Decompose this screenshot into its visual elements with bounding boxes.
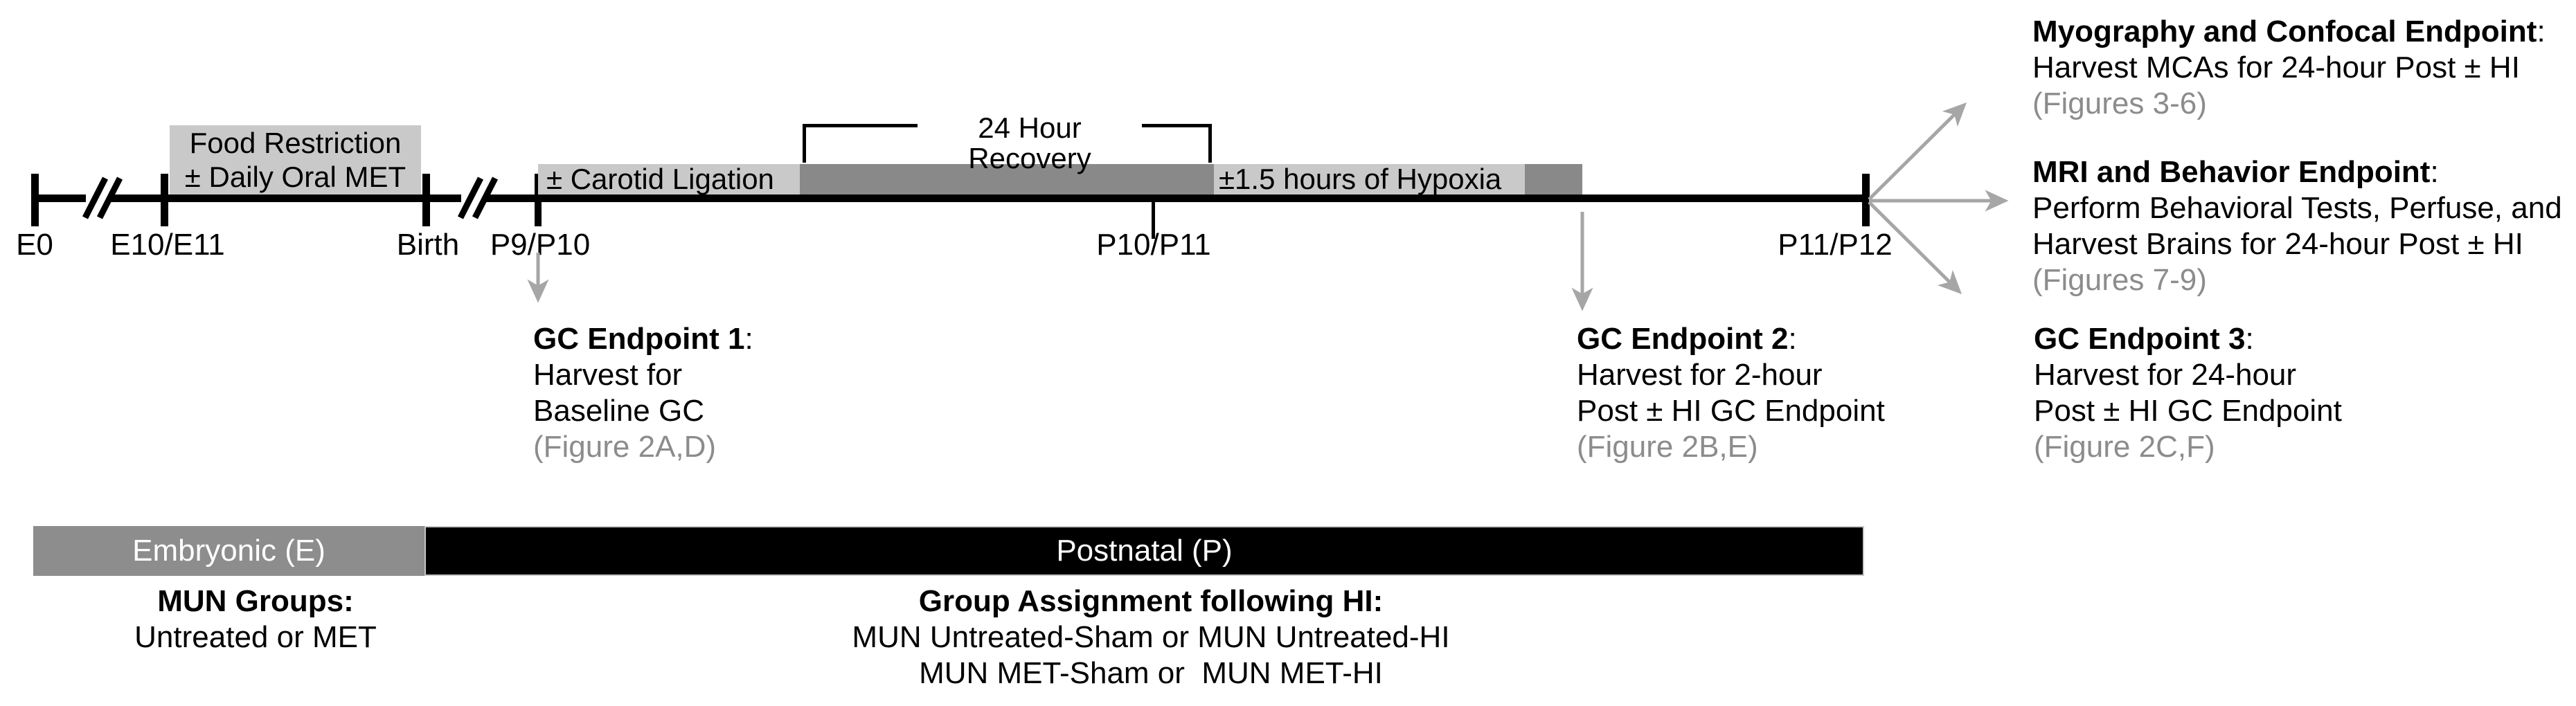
endpoint-figure-ref: (Figures 3-6) bbox=[2032, 87, 2207, 120]
mun-groups-title: MUN Groups: bbox=[157, 584, 354, 618]
tick-label-p11-p12: P11/P12 bbox=[1778, 228, 1893, 262]
endpoint-figure-ref: (Figure 2A,D) bbox=[533, 430, 717, 464]
endpoint-block-gc3: GC Endpoint 3: Harvest for 24-hour Post … bbox=[2034, 321, 2342, 465]
endpoint-line: Post ± HI GC Endpoint bbox=[1577, 394, 1885, 428]
endpoint-figure-ref: (Figures 7-9) bbox=[2032, 263, 2207, 297]
colon: : bbox=[2245, 322, 2254, 356]
endpoint-title-text: GC Endpoint 2 bbox=[1577, 322, 1789, 356]
embryonic-bar: Embryonic (E) bbox=[33, 526, 424, 576]
embryonic-bar-label: Embryonic (E) bbox=[132, 534, 325, 568]
timeline-line bbox=[31, 194, 1868, 202]
colon: : bbox=[1788, 322, 1797, 356]
fan-arrow-up bbox=[1868, 102, 1967, 201]
postnatal-bar-label: Postnatal (P) bbox=[1056, 534, 1233, 568]
endpoint-line: Perform Behavioral Tests, Perfuse, and bbox=[2032, 191, 2562, 225]
endpoint-line: Baseline GC bbox=[533, 394, 705, 428]
recovery-label: 24 Hour Recovery bbox=[968, 111, 1091, 174]
endpoint-line: Harvest for 2-hour bbox=[1577, 358, 1823, 392]
postnatal-bar: Postnatal (P) bbox=[424, 526, 1864, 576]
endpoint-line: Harvest MCAs for 24-hour Post ± HI bbox=[2032, 51, 2520, 84]
food-restriction-line2: ± Daily Oral MET bbox=[184, 161, 406, 193]
endpoint-block-mri: MRI and Behavior Endpoint: Perform Behav… bbox=[2032, 154, 2562, 298]
endpoint-title-text: GC Endpoint 1 bbox=[533, 322, 745, 356]
tick-label-e0: E0 bbox=[16, 228, 53, 262]
endpoint-title-text: Myography and Confocal Endpoint bbox=[2032, 15, 2537, 48]
tick-e10-e11 bbox=[161, 174, 168, 226]
recovery-bracket-drop bbox=[803, 124, 806, 163]
recovery-bracket-line bbox=[803, 124, 918, 127]
endpoint-block-gc2: GC Endpoint 2: Harvest for 2-hour Post ±… bbox=[1577, 321, 1885, 465]
tick-e0 bbox=[31, 174, 39, 226]
endpoint-title-text: GC Endpoint 3 bbox=[2034, 322, 2246, 356]
tick-birth bbox=[422, 174, 430, 226]
tick-label-p9-p10: P9/P10 bbox=[490, 228, 591, 262]
endpoint-line: Harvest for bbox=[533, 358, 683, 392]
tick-label-p10-p11: P10/P11 bbox=[1096, 228, 1211, 262]
recovery-bracket-line bbox=[1142, 124, 1212, 127]
food-restriction-line1: Food Restriction bbox=[189, 127, 402, 159]
group-assignment-line1: MUN Untreated-Sham or MUN Untreated-HI bbox=[852, 620, 1450, 654]
endpoint-title-text: MRI and Behavior Endpoint bbox=[2032, 155, 2431, 189]
endpoint-block-gc1: GC Endpoint 1: Harvest for Baseline GC (… bbox=[533, 321, 753, 465]
mun-groups-block: MUN Groups: Untreated or MET bbox=[82, 583, 429, 655]
recovery-bracket-drop bbox=[1208, 124, 1212, 163]
carotid-ligation-box: ± Carotid Ligation bbox=[538, 163, 800, 195]
tick-label-birth: Birth bbox=[396, 228, 460, 262]
group-assignment-block: Group Assignment following HI: MUN Untre… bbox=[805, 583, 1497, 691]
colon: : bbox=[2430, 155, 2439, 189]
colon: : bbox=[2537, 15, 2546, 48]
endpoint-block-myography: Myography and Confocal Endpoint: Harvest… bbox=[2032, 14, 2546, 122]
endpoint-line: Post ± HI GC Endpoint bbox=[2034, 394, 2342, 428]
colon: : bbox=[744, 322, 753, 356]
endpoint-line: Harvest Brains for 24-hour Post ± HI bbox=[2032, 227, 2523, 261]
recovery-box bbox=[800, 164, 1214, 194]
mun-groups-line: Untreated or MET bbox=[134, 620, 377, 654]
hypoxia-box: ±1.5 hours of Hypoxia bbox=[1214, 163, 1525, 195]
carotid-ligation-label: ± Carotid Ligation bbox=[546, 163, 774, 195]
tick-label-e10-e11: E10/E11 bbox=[110, 228, 225, 262]
post-hypoxia-dark-segment bbox=[1525, 164, 1582, 194]
endpoint-line: Harvest for 24-hour bbox=[2034, 358, 2297, 392]
endpoint-title: GC Endpoint 2: bbox=[1577, 321, 1885, 357]
endpoint-title: GC Endpoint 3: bbox=[2034, 321, 2342, 357]
endpoint-title: MRI and Behavior Endpoint: bbox=[2032, 154, 2562, 190]
endpoint-title: Myography and Confocal Endpoint: bbox=[2032, 14, 2546, 50]
endpoint-figure-ref: (Figure 2B,E) bbox=[1577, 430, 1758, 464]
tick-p10-p11 bbox=[1152, 172, 1155, 239]
food-restriction-box: Food Restriction ± Daily Oral MET bbox=[170, 125, 421, 194]
group-assignment-line2: MUN MET-Sham or MUN MET-HI bbox=[919, 656, 1383, 690]
tick-p9-p10 bbox=[535, 174, 542, 226]
endpoint-title: GC Endpoint 1: bbox=[533, 321, 753, 357]
tick-p11-p12 bbox=[1862, 174, 1870, 226]
endpoint-figure-ref: (Figure 2C,F) bbox=[2034, 430, 2215, 464]
hypoxia-label: ±1.5 hours of Hypoxia bbox=[1219, 163, 1502, 195]
group-assignment-title: Group Assignment following HI: bbox=[918, 584, 1384, 618]
